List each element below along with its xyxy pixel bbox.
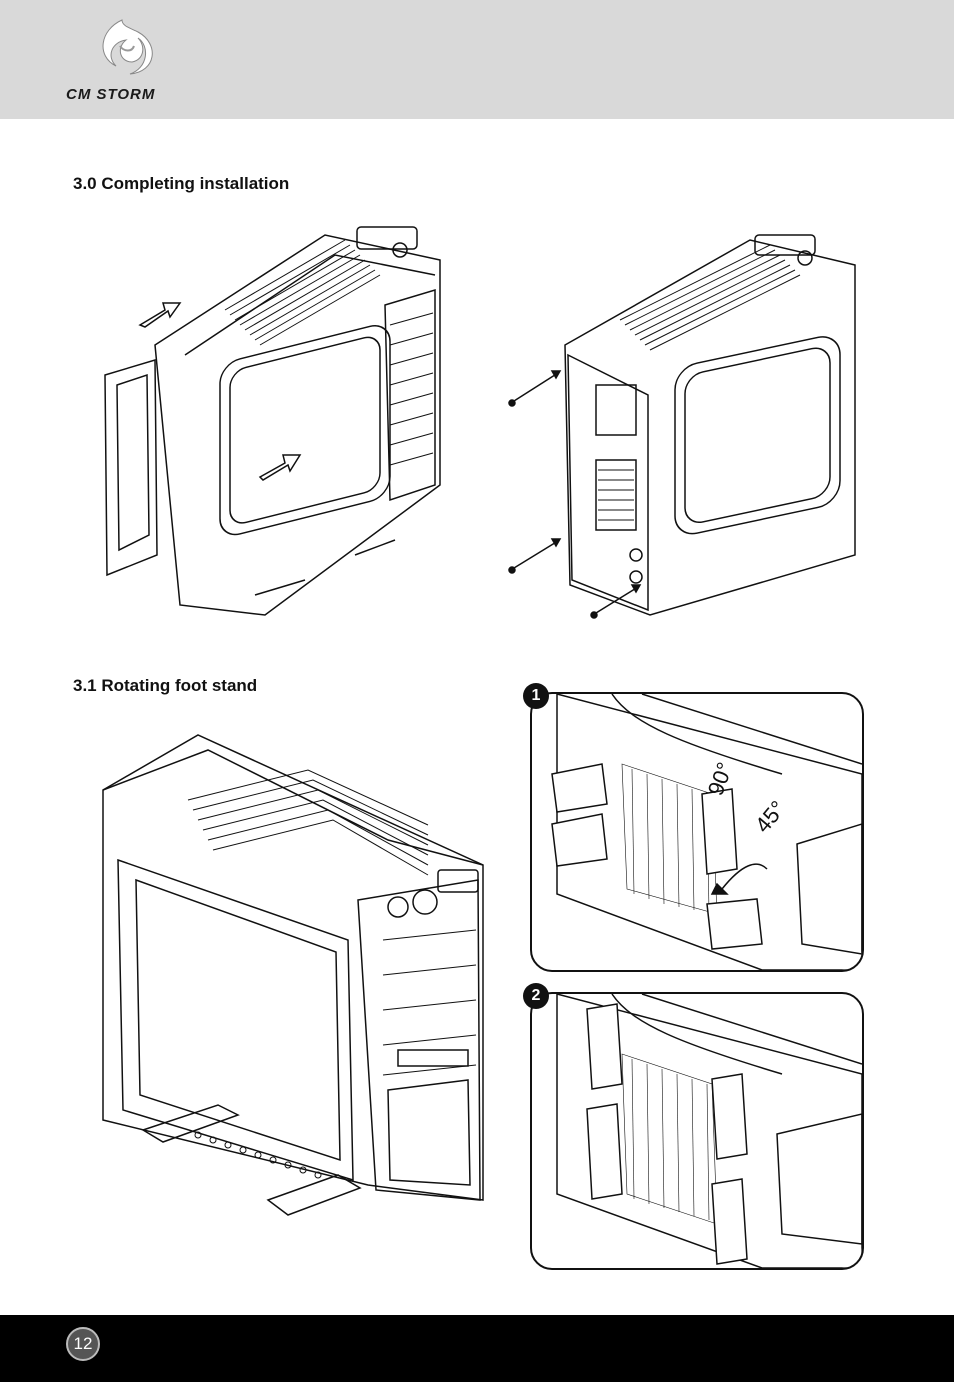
page-footer: [0, 1315, 954, 1382]
step-1-panel: 90° 45°: [530, 692, 864, 972]
step-2-badge: 2: [523, 983, 549, 1009]
case-foot-stand-illustration: [102, 734, 484, 1216]
cm-storm-logo-icon: [102, 19, 153, 75]
brand-wordmark: CM STORM: [66, 86, 156, 103]
foot-rotation-illustration: [551, 694, 862, 970]
page-number: 12: [66, 1327, 100, 1361]
page-header: CM STORM: [0, 0, 954, 119]
rear-screws-illustration: [508, 234, 856, 619]
side-panel-install-illustration: [104, 226, 441, 616]
step-2-panel: [530, 992, 864, 1270]
foot-locked-illustration: [556, 994, 862, 1268]
section-title-completing-installation: 3.0 Completing installation: [73, 174, 290, 193]
step-1-badge: 1: [523, 683, 549, 709]
section-title-rotating-foot-stand: 3.1 Rotating foot stand: [73, 676, 258, 695]
